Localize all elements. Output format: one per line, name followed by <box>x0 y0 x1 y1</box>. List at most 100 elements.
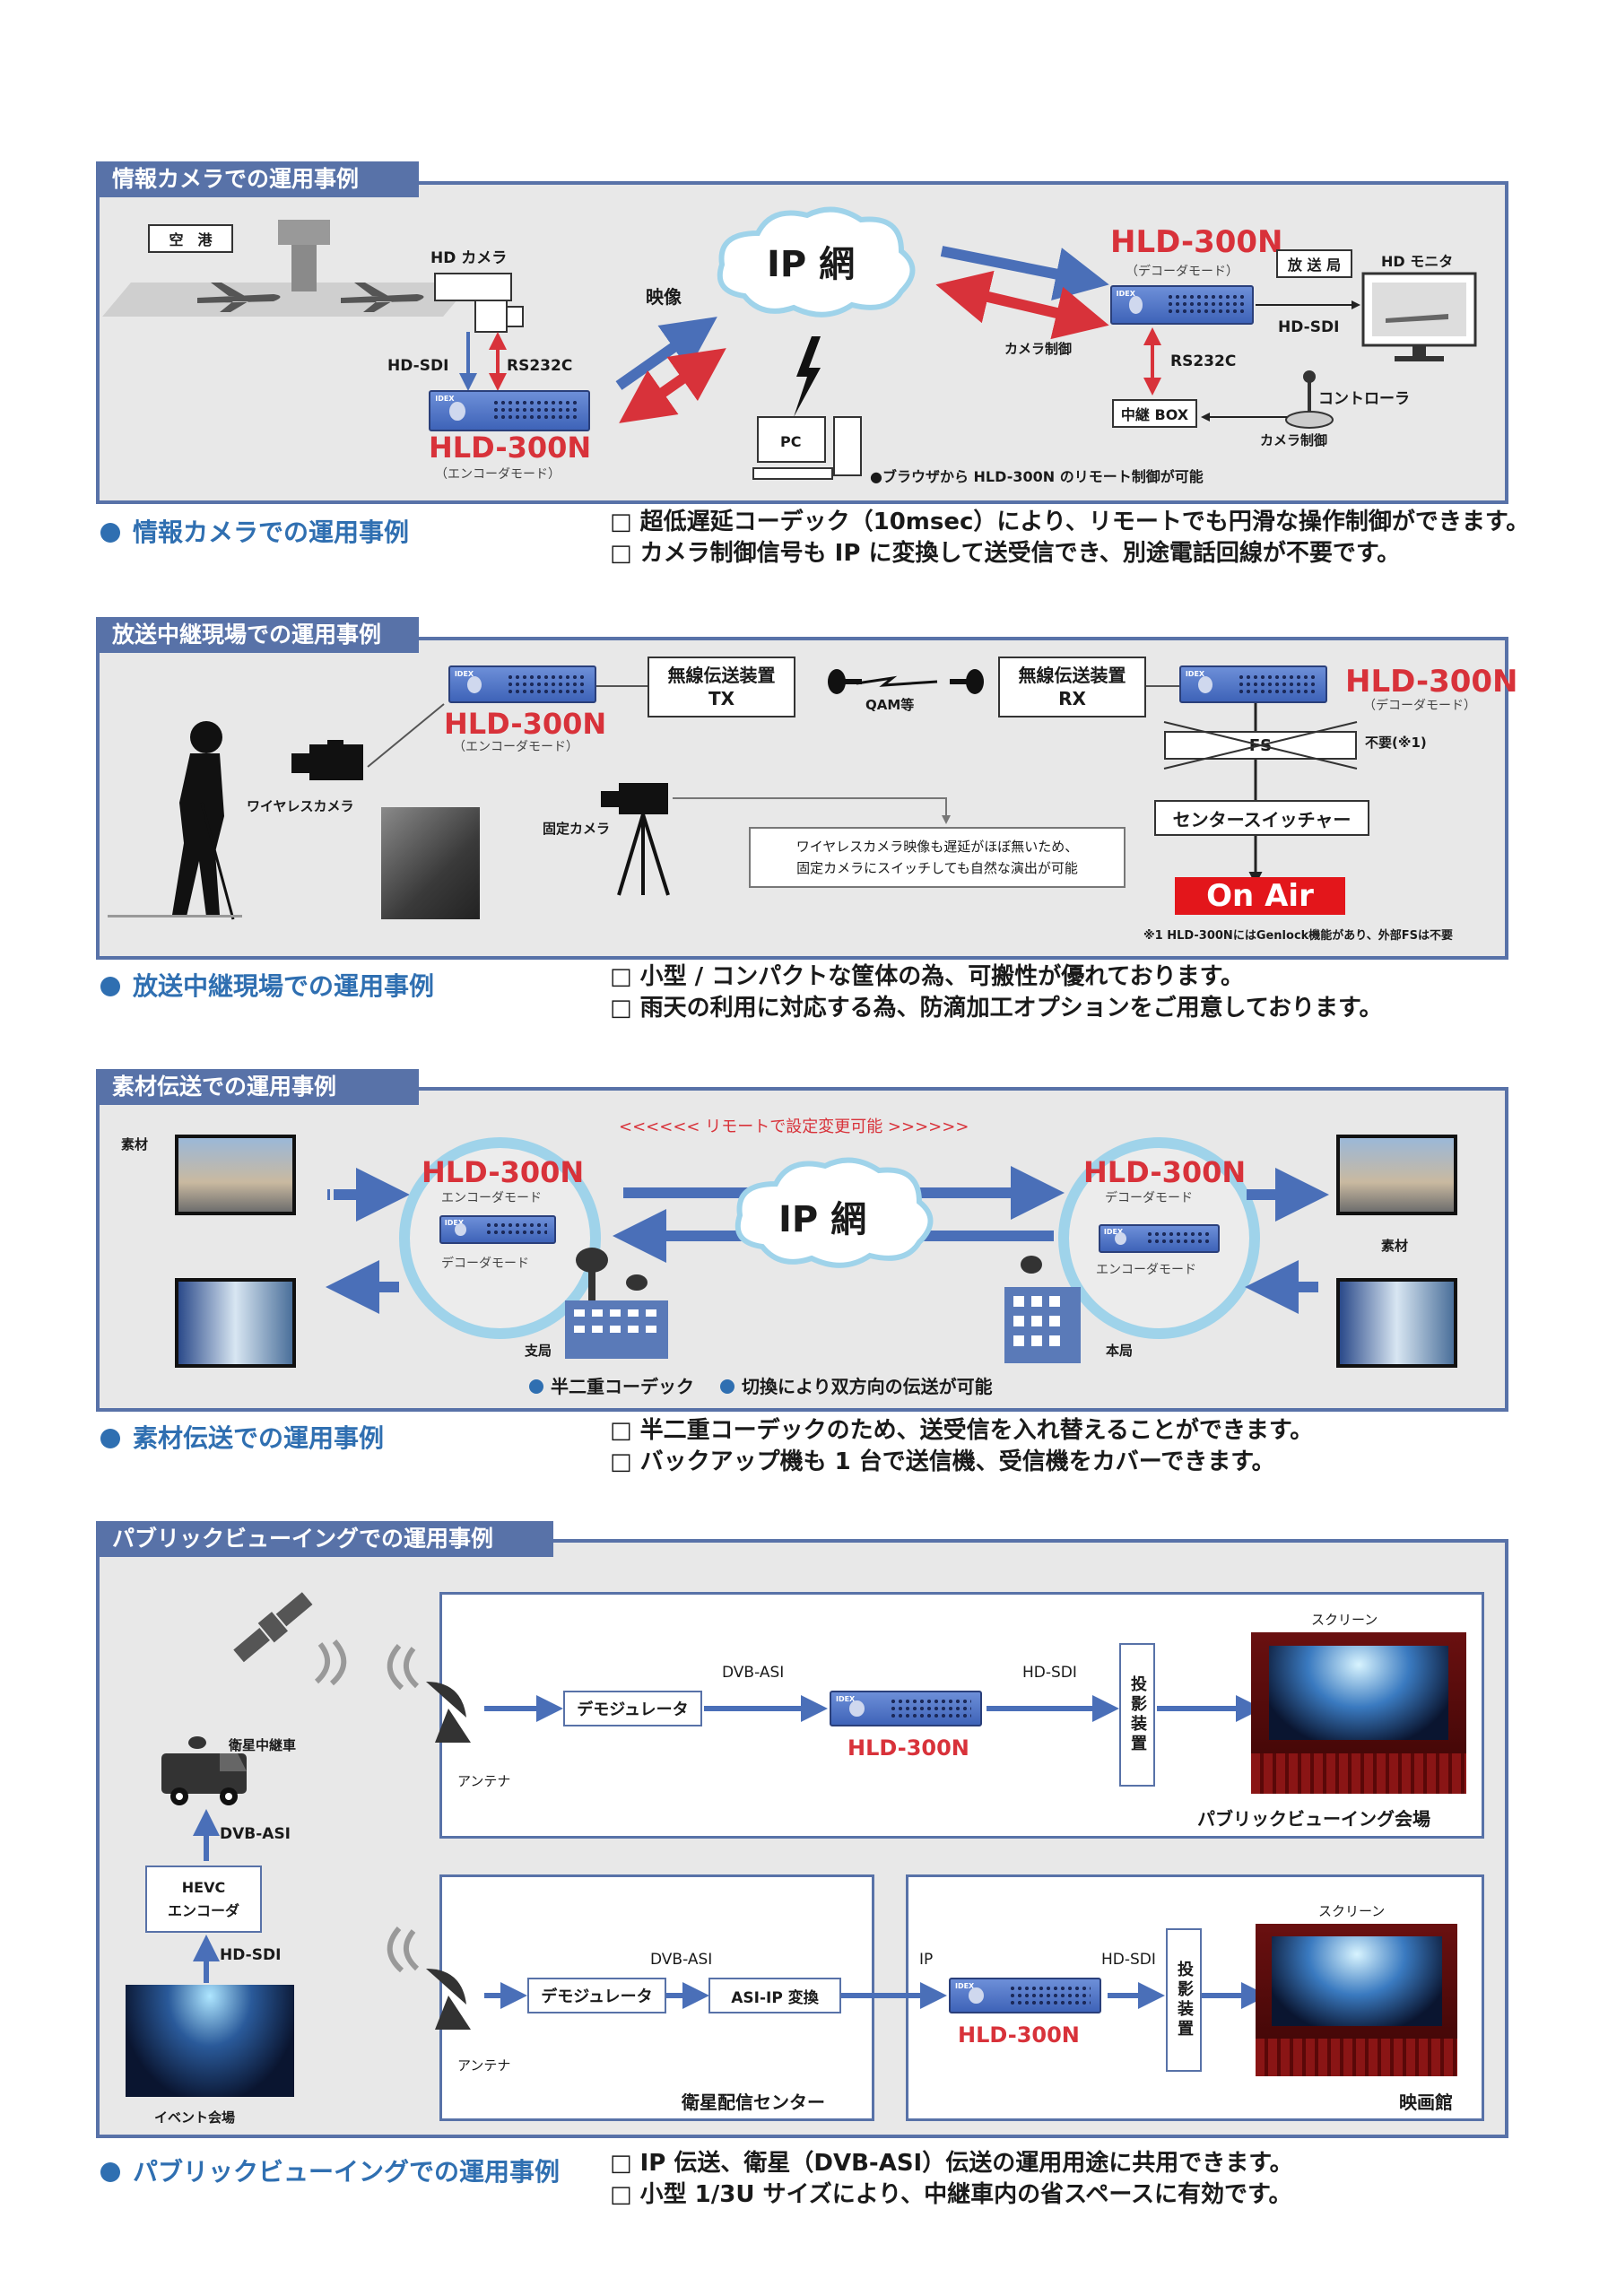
bottom-theater-screen <box>1256 1924 1457 2076</box>
bullet-item: □ IP 伝送、衛星（DVB-ASI）伝送の運用用途に共用できます。 <box>610 2150 1293 2177</box>
bullet-item: □ 半二重コーデックのため、送受信を入れ替えることができます。 <box>610 1417 1314 1444</box>
antenna-tx-icon <box>828 669 862 694</box>
tx-line2: TX <box>708 688 735 709</box>
satellite-center-label: 衛星配信センター <box>682 2092 825 2113</box>
wireless-camera-label: ワイヤレスカメラ <box>247 798 354 814</box>
bottom-hld-name: HLD-300N <box>958 2022 1080 2048</box>
hld-300n-encoder-device: IDEX <box>429 390 590 431</box>
top-antenna-label: アンテナ <box>457 1773 511 1789</box>
screen-image <box>1272 1936 1442 2026</box>
hld-300n-decoder-device: IDEX <box>1179 665 1327 703</box>
satellite-truck-icon <box>161 1736 247 1805</box>
branch-label: 支局 <box>525 1343 552 1359</box>
station-label: 放 送 局 <box>1276 249 1352 278</box>
top-screen-label: スクリーン <box>1311 1612 1378 1628</box>
asi-ip-converter-box: ASI-IP 変換 <box>708 1978 841 2013</box>
satellite-icon <box>233 1592 313 1663</box>
head-label: 本局 <box>1106 1343 1134 1359</box>
control-tower-icon <box>278 220 330 291</box>
branch-building-icon <box>565 1248 668 1359</box>
section1-bullets: □ 超低遅延コーデック（10msec）により、リモートでも円滑な操作制御ができま… <box>610 507 1529 570</box>
relay-box: 中継 BOX <box>1112 399 1197 428</box>
bottom-hd-sdi-label: HD-SDI <box>1101 1951 1156 1969</box>
footnote: ※1 HLD-300NにはGenlock機能があり、外部FSは不要 <box>1143 929 1454 943</box>
bottom-projector-box: 投影装置 <box>1166 1928 1202 2072</box>
sec1-right-arrows <box>935 246 1109 340</box>
top-theater-screen <box>1251 1632 1466 1794</box>
sec2-line-encoder-tx <box>596 685 648 687</box>
rs232c-label-2: RS232C <box>1170 352 1237 370</box>
bullet-item: □ 雨天の利用に対応する為、防滴加工オプションをご用意しております。 <box>610 995 1383 1022</box>
sec2-line-camera-encoder <box>367 703 445 768</box>
rx-line2: RX <box>1058 688 1086 709</box>
wireless-camera-icon <box>291 740 363 780</box>
hld-300n-encoder-device: IDEX <box>448 665 596 703</box>
fs-box: FS <box>1164 731 1357 760</box>
hld-300n-device: IDEX <box>949 1978 1101 2013</box>
top-hd-sdi-label: HD-SDI <box>1022 1664 1077 1682</box>
section4-caption-text: パブリックビューイングでの運用事例 <box>133 2157 561 2187</box>
caption-bullet-icon <box>100 1429 120 1448</box>
dvb-asi-left-label: DVB-ASI <box>220 1825 291 1843</box>
caption-bullet-icon <box>100 523 120 543</box>
cinema-label: 映画館 <box>1399 2092 1453 2113</box>
fixed-camera-icon <box>601 783 670 896</box>
sat-truck-label: 衛星中継車 <box>229 1737 297 1753</box>
decoder-mode: （デコーダモード） <box>1126 265 1239 279</box>
encoder-name: HLD-300N <box>444 707 607 741</box>
input-monitor-right <box>1336 1278 1457 1368</box>
material-label-left: 素材 <box>121 1136 149 1152</box>
sec4-bottom-arrow-4 <box>1108 1982 1165 2009</box>
golfer-silhouette-icon <box>172 721 235 920</box>
encoder-mode: （エンコーダモード） <box>453 740 578 754</box>
sec3-left-arrows <box>326 1168 410 1314</box>
top-projector-box: 投影装置 <box>1119 1643 1155 1787</box>
bullet-item: □ 小型 / コンパクトな筐体の為、可搬性が優れております。 <box>610 963 1245 990</box>
bullet-item: □ バックアップ機も 1 台で送信機、受信機をカバーできます。 <box>610 1448 1275 1475</box>
sec1-control-arrow <box>1201 413 1287 422</box>
camera-control-label-2: カメラ制御 <box>1260 432 1328 448</box>
bottom-demod-box: デモジュレータ <box>527 1978 666 2013</box>
sec2-fixed-camera-line <box>673 797 951 824</box>
airport-label: 空 港 <box>148 224 233 253</box>
hd-sdi-left-label: HD-SDI <box>220 1946 282 1964</box>
fixed-camera-label: 固定カメラ <box>543 821 611 837</box>
section3-tab: 素材伝送での運用事例 <box>96 1069 419 1105</box>
theater-seats <box>1251 1753 1466 1794</box>
pc-label: PC <box>780 433 802 450</box>
decoder-name: HLD-300N <box>1345 664 1518 700</box>
controller-joystick-icon <box>1285 370 1334 429</box>
hd-sdi-label-2: HD-SDI <box>1278 318 1340 336</box>
encoder-name: HLD-300N <box>429 430 592 465</box>
legend-dot-icon <box>529 1379 543 1394</box>
sec4-bottom-arrow-5 <box>1202 1982 1268 2009</box>
sec4-top-arrow-1 <box>484 1695 563 1722</box>
legend-1: 半二重コーデック <box>551 1376 694 1397</box>
left-mode-2: デコーダモード <box>441 1257 529 1271</box>
sec1-arrows-camera-encoder <box>459 332 507 391</box>
section1-caption-text: 情報カメラでの運用事例 <box>133 517 410 547</box>
ip-net-label: IP 網 <box>778 1199 867 1240</box>
section4-bullets: □ IP 伝送、衛星（DVB-ASI）伝送の運用用途に共用できます。 □ 小型 … <box>610 2148 1293 2211</box>
hld-300n-device: IDEX <box>830 1691 982 1726</box>
sec4-bottom-arrow-2 <box>666 1982 709 2009</box>
on-air-indicator: On Air <box>1175 877 1345 915</box>
fs-note: 不要(※1) <box>1365 735 1427 751</box>
event-venue-photo <box>126 1985 294 2097</box>
sec4-bottom-arrow-1 <box>484 1982 527 2009</box>
airplane-icon <box>341 283 424 312</box>
hd-monitor-label: HD モニタ <box>1381 253 1454 270</box>
bullet-item: □ 超低遅延コーデック（10msec）により、リモートでも円滑な操作制御ができま… <box>610 509 1530 535</box>
wireless-camera-photo <box>381 807 480 919</box>
sec2-line-rx-decoder <box>1146 685 1180 687</box>
section1-caption: 情報カメラでの運用事例 <box>100 513 409 549</box>
left-mode-1: エンコーダモード <box>441 1191 542 1205</box>
ip-network-cloud <box>717 206 916 317</box>
section2-tab: 放送中継現場での運用事例 <box>96 617 419 653</box>
note-line1: ワイヤレスカメラ映像も遅延がほぼ無いため、 <box>795 839 1079 855</box>
section4-caption: パブリックビューイングでの運用事例 <box>100 2152 560 2188</box>
screen-image <box>1269 1646 1448 1740</box>
section2-caption-text: 放送中継現場での運用事例 <box>133 971 435 1001</box>
